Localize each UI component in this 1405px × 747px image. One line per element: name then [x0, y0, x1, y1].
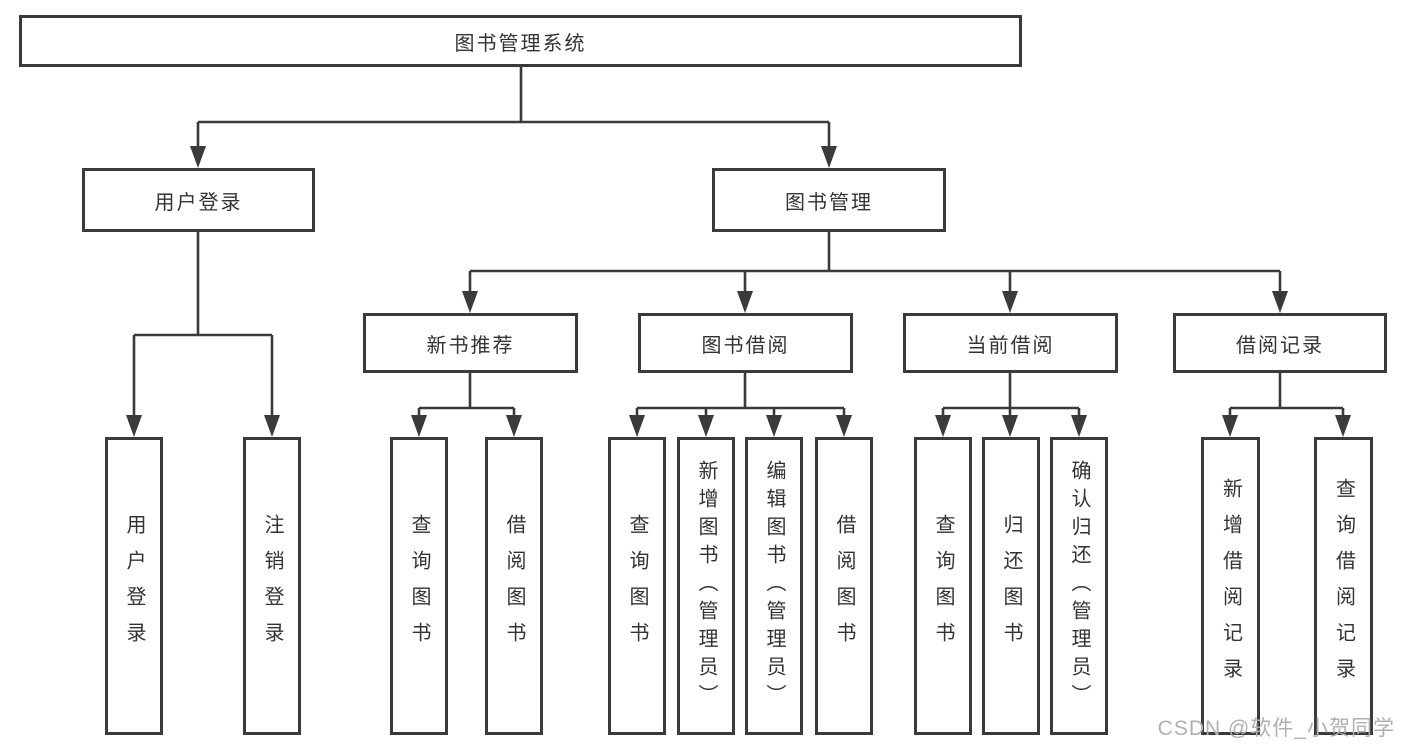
- node-label: 归还图书: [1000, 514, 1022, 658]
- node-label: 图书管理: [785, 191, 873, 214]
- node-library-management-system: 图书管理系统: [19, 15, 1022, 67]
- node-label: 查询借阅记录: [1332, 478, 1355, 694]
- node-new-book-recommend: 新书推荐: [363, 313, 578, 373]
- node-leaf-user-login: 用户登录: [105, 437, 163, 735]
- node-label: 借阅图书: [833, 514, 855, 658]
- node-book-borrowing: 图书借阅: [638, 313, 853, 373]
- watermark-text: CSDN @软件_小贺同学: [1157, 717, 1395, 740]
- node-label: 借阅记录: [1236, 334, 1324, 357]
- node-label: 确认归还（管理员）: [1068, 460, 1090, 712]
- node-label: 注销登录: [261, 514, 283, 658]
- node-label: 当前借阅: [966, 334, 1055, 357]
- node-book-management: 图书管理: [712, 168, 946, 232]
- node-leaf-query-books-recommend: 查询图书: [390, 437, 448, 735]
- node-leaf-query-books-borrow: 查询图书: [608, 437, 666, 735]
- node-leaf-edit-books-admin: 编辑图书（管理员）: [745, 437, 803, 735]
- node-label: 借阅图书: [503, 514, 525, 658]
- node-leaf-borrow-books: 借阅图书: [815, 437, 873, 735]
- node-current-borrowing: 当前借阅: [903, 313, 1118, 373]
- node-label: 图书借阅: [701, 334, 790, 357]
- node-label: 查询图书: [408, 514, 430, 658]
- node-leaf-confirm-return-admin: 确认归还（管理员）: [1050, 437, 1108, 735]
- node-label: 查询图书: [626, 514, 648, 658]
- node-leaf-add-books-admin: 新增图书（管理员）: [677, 437, 735, 735]
- node-label: 新增图书（管理员）: [695, 460, 717, 712]
- node-user-login: 用户登录: [82, 168, 315, 232]
- node-label: 新增借阅记录: [1219, 478, 1242, 694]
- node-leaf-logout: 注销登录: [243, 437, 301, 735]
- node-leaf-return-books: 归还图书: [982, 437, 1040, 735]
- node-label: 新书推荐: [426, 334, 515, 357]
- node-leaf-query-books-current: 查询图书: [914, 437, 972, 735]
- node-label: 图书管理系统: [454, 32, 587, 55]
- node-leaf-query-borrow-record: 查询借阅记录: [1314, 437, 1373, 735]
- node-label: 用户登录: [154, 191, 243, 214]
- node-label: 查询图书: [932, 514, 954, 658]
- node-label: 编辑图书（管理员）: [763, 460, 785, 712]
- node-leaf-add-borrow-record: 新增借阅记录: [1201, 437, 1260, 735]
- node-leaf-borrow-books-recommend: 借阅图书: [485, 437, 543, 735]
- node-label: 用户登录: [123, 514, 145, 658]
- node-borrowing-records: 借阅记录: [1173, 313, 1387, 373]
